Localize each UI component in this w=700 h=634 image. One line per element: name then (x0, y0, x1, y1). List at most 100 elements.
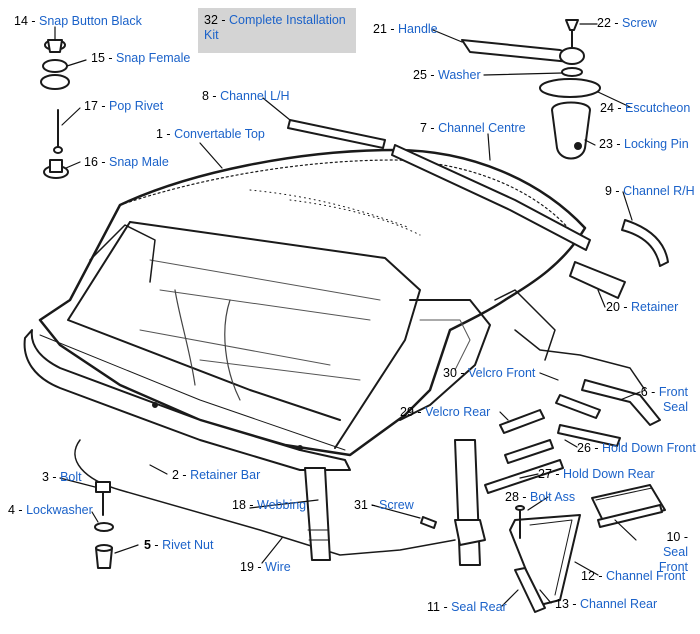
part-name: Snap Male (109, 155, 169, 169)
channel-lh-drawing (287, 119, 386, 149)
fastener-parts-drawing (94, 481, 114, 569)
part-name: Pop Rivet (109, 99, 164, 113)
part-number: 11 (427, 600, 440, 614)
part-number: 9 (605, 184, 612, 198)
part-label-27[interactable]: 27 - Hold Down Rear (538, 467, 655, 481)
part-label-17[interactable]: 17 - Pop Rivet (84, 99, 164, 113)
part-label-25[interactable]: 25 - Washer (413, 68, 481, 82)
part-label-1[interactable]: 1 - Convertable Top (156, 127, 265, 141)
part-name: Channel R/H (623, 184, 695, 198)
part-label-26[interactable]: 26 - Hold Down Front (577, 441, 696, 455)
part-number: 7 (420, 121, 427, 135)
part-name: Seal Rear (451, 600, 507, 614)
part-name: Snap Button Black (39, 14, 142, 28)
part-name: Front Seal (658, 385, 688, 414)
part-name: Locking Pin (624, 137, 689, 151)
part-number: 19 (240, 560, 254, 574)
part-label-20[interactable]: 20 - Retainer (606, 300, 679, 314)
part-label-29[interactable]: 29 - Velcro Rear (400, 405, 491, 419)
part-name: Channel Centre (438, 121, 526, 135)
part-label-22[interactable]: 22 - Screw (597, 16, 657, 30)
part-number: 30 (443, 366, 457, 380)
part-number: 8 (202, 89, 209, 103)
part-number: 18 (232, 498, 246, 512)
snap-parts-drawing (40, 39, 70, 179)
part-label-14[interactable]: 14 - Snap Button Black (14, 14, 142, 28)
leader-lines (54, 23, 641, 607)
part-label-3[interactable]: 3 - Bolt (42, 470, 82, 484)
part-number: 24 (600, 101, 614, 115)
retainer-drawing (569, 261, 626, 299)
part-name: Escutcheon (625, 101, 691, 115)
part-label-11[interactable]: 11 - Seal Rear (427, 600, 507, 614)
kit-number: 32 (204, 13, 218, 27)
part-number: 1 (156, 127, 163, 141)
part-label-5[interactable]: 5 - Rivet Nut (144, 538, 214, 552)
part-name: Hold Down Rear (563, 467, 655, 481)
part-label-7[interactable]: 7 - Channel Centre (420, 121, 526, 135)
part-label-9[interactable]: 9 - Channel R/H (605, 184, 695, 198)
wire-drawing (74, 439, 456, 556)
part-name: Retainer Bar (190, 468, 261, 482)
part-name: Lockwasher (26, 503, 93, 517)
part-number: 28 (505, 490, 519, 504)
part-number: 26 (577, 441, 591, 455)
part-name: Velcro Front (468, 366, 536, 380)
complete-installation-kit-box[interactable]: 32 - Complete Installation Kit (198, 8, 356, 53)
part-name: Channel L/H (220, 89, 290, 103)
part-label-4[interactable]: 4 - Lockwasher (8, 503, 93, 517)
handle-assembly-drawing (461, 19, 601, 160)
part-number: 25 (413, 68, 427, 82)
part-label-16[interactable]: 16 - Snap Male (84, 155, 169, 169)
part-number: 15 (91, 51, 105, 65)
part-number: 13 (555, 597, 569, 611)
part-number: 5 (144, 538, 151, 552)
part-label-24[interactable]: 24 - Escutcheon (600, 101, 691, 115)
part-name: Convertable Top (174, 127, 265, 141)
part-label-13[interactable]: 13 - Channel Rear (555, 597, 658, 611)
part-name: Snap Female (116, 51, 191, 65)
part-label-21[interactable]: 21 - Handle (373, 22, 438, 36)
part-number: 29 (400, 405, 414, 419)
part-number: 12 (581, 569, 595, 583)
part-label-19[interactable]: 19 - Wire (240, 560, 291, 574)
channel-rh-drawing (621, 219, 669, 267)
part-number: 6 (640, 385, 648, 399)
part-label-23[interactable]: 23 - Locking Pin (599, 137, 689, 151)
part-name: Washer (438, 68, 481, 82)
part-number: 22 (597, 16, 611, 30)
part-name: Bolt (60, 470, 82, 484)
part-label-28[interactable]: 28 - Bolt Ass (505, 490, 576, 504)
part-name: Hold Down Front (602, 441, 696, 455)
part-label-30[interactable]: 30 - Velcro Front (443, 366, 536, 380)
part-name: Channel Front (606, 569, 686, 583)
part-name: Channel Rear (580, 597, 658, 611)
part-label-31[interactable]: 31 - Screw (354, 498, 414, 512)
channel-centre-drawing (391, 144, 591, 251)
convertible-top-drawing (38, 148, 646, 457)
part-label-15[interactable]: 15 - Snap Female (91, 51, 191, 65)
part-number: 4 (8, 503, 15, 517)
part-number: 16 (84, 155, 98, 169)
part-name: Wire (265, 560, 291, 574)
part-label-18[interactable]: 18 - Webbing (232, 498, 307, 512)
part-label-12[interactable]: 12 - Channel Front (581, 569, 686, 583)
part-number: 21 (373, 22, 387, 36)
part-label-6[interactable]: 6 - Front Seal (640, 385, 688, 414)
screw-drawing (420, 516, 437, 529)
part-number: 27 (538, 467, 552, 481)
part-label-10[interactable]: 10 - Seal Front (658, 530, 688, 574)
part-label-8[interactable]: 8 - Channel L/H (202, 89, 290, 103)
kit-label: Complete Installation Kit (204, 13, 346, 42)
part-label-2[interactable]: 2 - Retainer Bar (172, 468, 261, 482)
part-name: Webbing (257, 498, 307, 512)
part-number: 3 (42, 470, 49, 484)
part-name: Screw (379, 498, 414, 512)
part-number: 20 (606, 300, 620, 314)
part-number: 31 (354, 498, 368, 512)
part-name: Velcro Rear (425, 405, 491, 419)
part-name: Bolt Ass (530, 490, 576, 504)
part-name: Seal Front (658, 545, 688, 574)
part-name: Rivet Nut (162, 538, 214, 552)
